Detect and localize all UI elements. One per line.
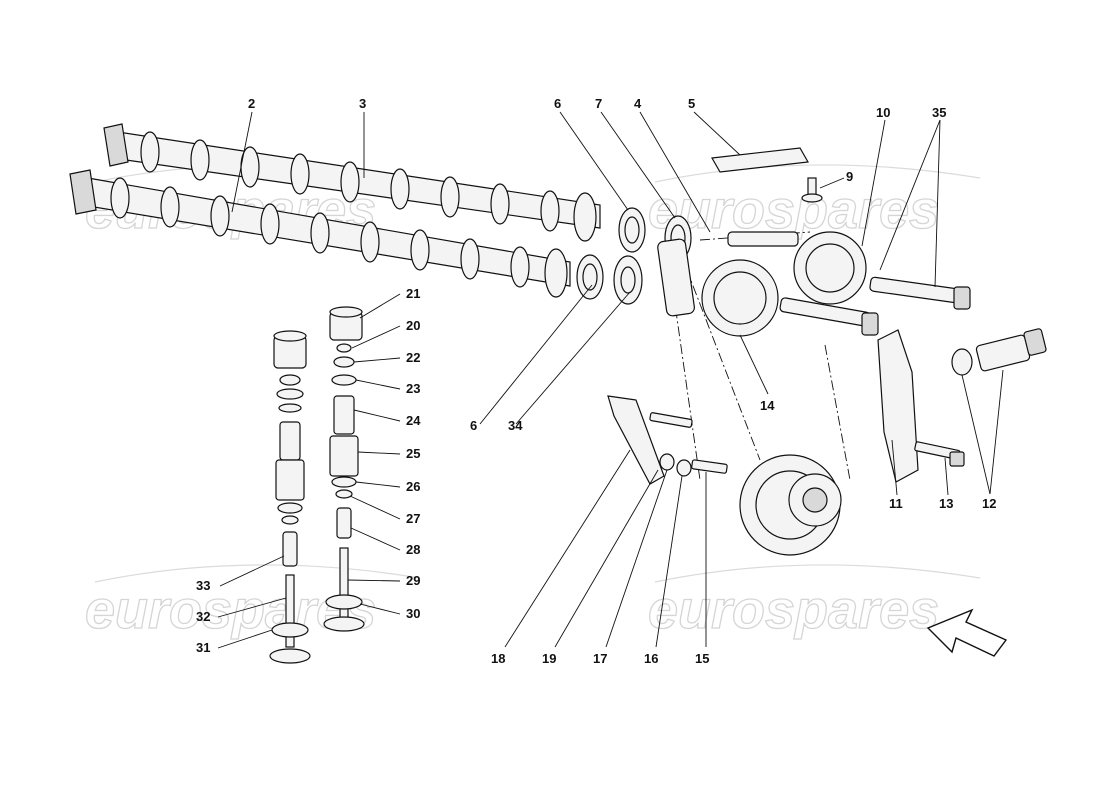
timing-chain-assembly [657,231,867,556]
callout-17: 17 [593,651,607,666]
callout-31: 31 [196,640,210,655]
watermark-bottom-right: eurospares [648,580,939,640]
callout-20: 20 [406,318,420,333]
sprocket-bolts [779,276,971,336]
callout-5: 5 [688,96,695,111]
callout-29: 29 [406,573,420,588]
valve-assembly-left [269,330,311,664]
callout-22: 22 [406,350,420,365]
callout-21: 21 [406,286,420,301]
callout-10: 10 [876,105,890,120]
camshaft-lower [69,169,571,298]
callout-7: 7 [595,96,602,111]
callout-28: 28 [406,542,420,557]
callout-16: 16 [644,651,658,666]
chain-guide-right [877,328,1047,483]
callout-27: 27 [406,511,420,526]
callout-30: 30 [406,606,420,621]
callout-33: 33 [196,578,210,593]
callout-6-bottom: 6 [470,418,477,433]
callout-14: 14 [760,398,775,413]
callout-25: 25 [406,446,420,461]
callout-35: 35 [932,105,946,120]
chain-guide-left [607,395,728,485]
leader-lines [217,111,1004,649]
callout-2: 2 [248,96,255,111]
watermark-top-right: eurospares [648,180,939,240]
callout-18: 18 [491,651,505,666]
arrow-icon [926,608,1008,657]
watermark-group: eurospares eurospares eurospares eurospa… [84,164,981,641]
camshaft-upper [103,123,601,242]
cover-plate [711,147,823,203]
callout-numbers: 2 3 6 7 4 5 10 35 9 21 20 22 23 24 25 26… [196,96,996,666]
callout-3: 3 [359,96,366,111]
watermark-bottom-left: eurospares [85,580,376,640]
callout-23: 23 [406,381,420,396]
cam-end-rings [576,207,692,305]
callout-19: 19 [542,651,556,666]
callout-4: 4 [634,96,642,111]
callout-6-top: 6 [554,96,561,111]
callout-9: 9 [846,169,853,184]
callout-24: 24 [406,413,421,428]
callout-13: 13 [939,496,953,511]
callout-15: 15 [695,651,709,666]
callout-26: 26 [406,479,420,494]
callout-32: 32 [196,609,210,624]
callout-11: 11 [889,496,903,511]
callout-34: 34 [508,418,523,433]
valve-assembly-right [323,306,365,632]
callout-12: 12 [982,496,996,511]
